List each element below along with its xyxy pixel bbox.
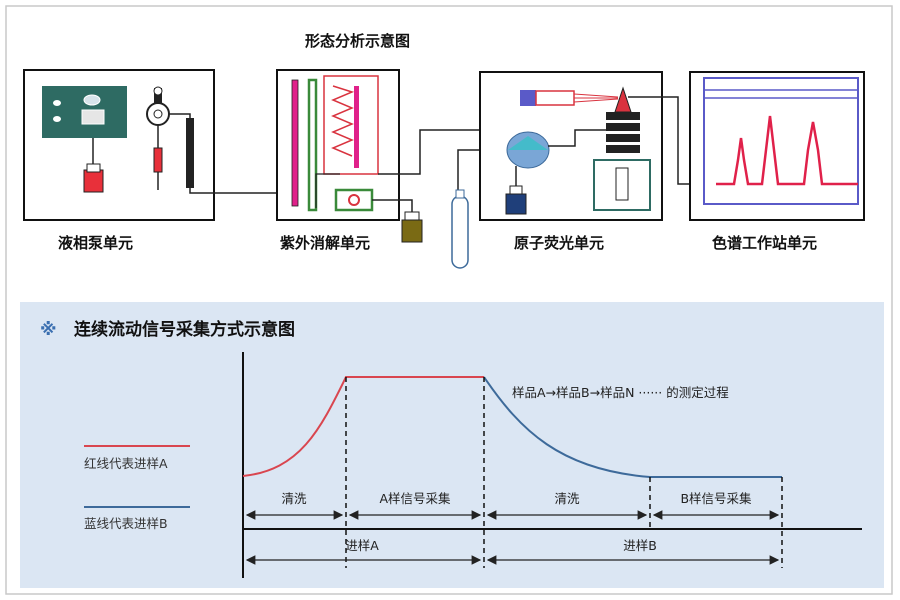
light-beam bbox=[573, 98, 619, 103]
chromatogram-peaks bbox=[716, 115, 858, 186]
uv-tube-green bbox=[307, 78, 318, 212]
afs-unit bbox=[479, 71, 663, 221]
schematic-title: 形态分析示意图 bbox=[305, 32, 410, 50]
reductant-bottle bbox=[505, 193, 527, 215]
injection-label-b: 进样B bbox=[623, 538, 657, 553]
pipe-mixer-to-atomizer bbox=[548, 129, 606, 147]
argon-cylinder-valve bbox=[455, 189, 465, 199]
workstation-unit bbox=[689, 71, 865, 221]
injection-label-a: 进样A bbox=[345, 538, 379, 553]
pipe-to-waste bbox=[372, 199, 413, 212]
atomizer-stack bbox=[606, 112, 640, 153]
liquid-pump-unit bbox=[23, 69, 215, 221]
pump-knob bbox=[83, 94, 101, 106]
light-beam bbox=[573, 93, 619, 98]
sample-syringe bbox=[153, 147, 163, 173]
phase-label-a-acquire: A样信号采集 bbox=[379, 491, 451, 506]
legend-label-blue: 蓝线代表进样B bbox=[84, 516, 168, 531]
phase-dividers bbox=[345, 377, 783, 568]
mixer-chamber bbox=[508, 136, 548, 150]
unit-label-afs: 原子荧光单元 bbox=[514, 234, 604, 252]
unit-label-pump: 液相泵单元 bbox=[58, 234, 133, 252]
hollow-cathode-lamp bbox=[520, 90, 536, 106]
unit-label-uv: 紫外消解单元 bbox=[280, 234, 370, 252]
reductant-cap bbox=[509, 185, 523, 195]
signal-curve-a bbox=[242, 376, 484, 477]
signal-curve-b bbox=[483, 376, 782, 478]
pump-led bbox=[53, 100, 61, 106]
uv-lamp bbox=[291, 79, 299, 207]
uv-internal-pipe bbox=[315, 173, 340, 208]
separator-core bbox=[348, 194, 360, 206]
reagent-bottle-red bbox=[83, 169, 104, 193]
waste-bottle-cap bbox=[404, 211, 420, 221]
reaction-coil bbox=[331, 85, 355, 157]
flow-section-title: 连续流动信号采集方式示意图 bbox=[74, 319, 295, 340]
reagent-bottle-cap bbox=[86, 163, 101, 173]
unit-label-workstation: 色谱工作站单元 bbox=[712, 234, 817, 252]
process-note: 样品A→样品B→样品N ······ 的测定过程 bbox=[512, 385, 729, 400]
valve-handle-knob bbox=[153, 86, 163, 96]
uv-digestion-unit bbox=[276, 69, 400, 221]
uv-lamp-inner bbox=[354, 86, 359, 168]
section-mark: ※ bbox=[40, 320, 57, 340]
chromatography-column bbox=[186, 118, 194, 188]
legend-label-red: 红线代表进样A bbox=[84, 456, 168, 471]
photomultiplier bbox=[615, 167, 629, 201]
argon-cylinder bbox=[451, 195, 469, 269]
phase-label-wash-1: 清洗 bbox=[281, 491, 307, 506]
pump-head bbox=[81, 109, 105, 125]
phase-label-b-acquire: B样信号采集 bbox=[680, 491, 752, 506]
pump-led bbox=[53, 116, 61, 122]
injection-valve-core bbox=[153, 109, 163, 119]
lamp-tube bbox=[535, 90, 575, 106]
phase-label-wash-2: 清洗 bbox=[554, 491, 580, 506]
waste-bottle bbox=[401, 219, 423, 243]
